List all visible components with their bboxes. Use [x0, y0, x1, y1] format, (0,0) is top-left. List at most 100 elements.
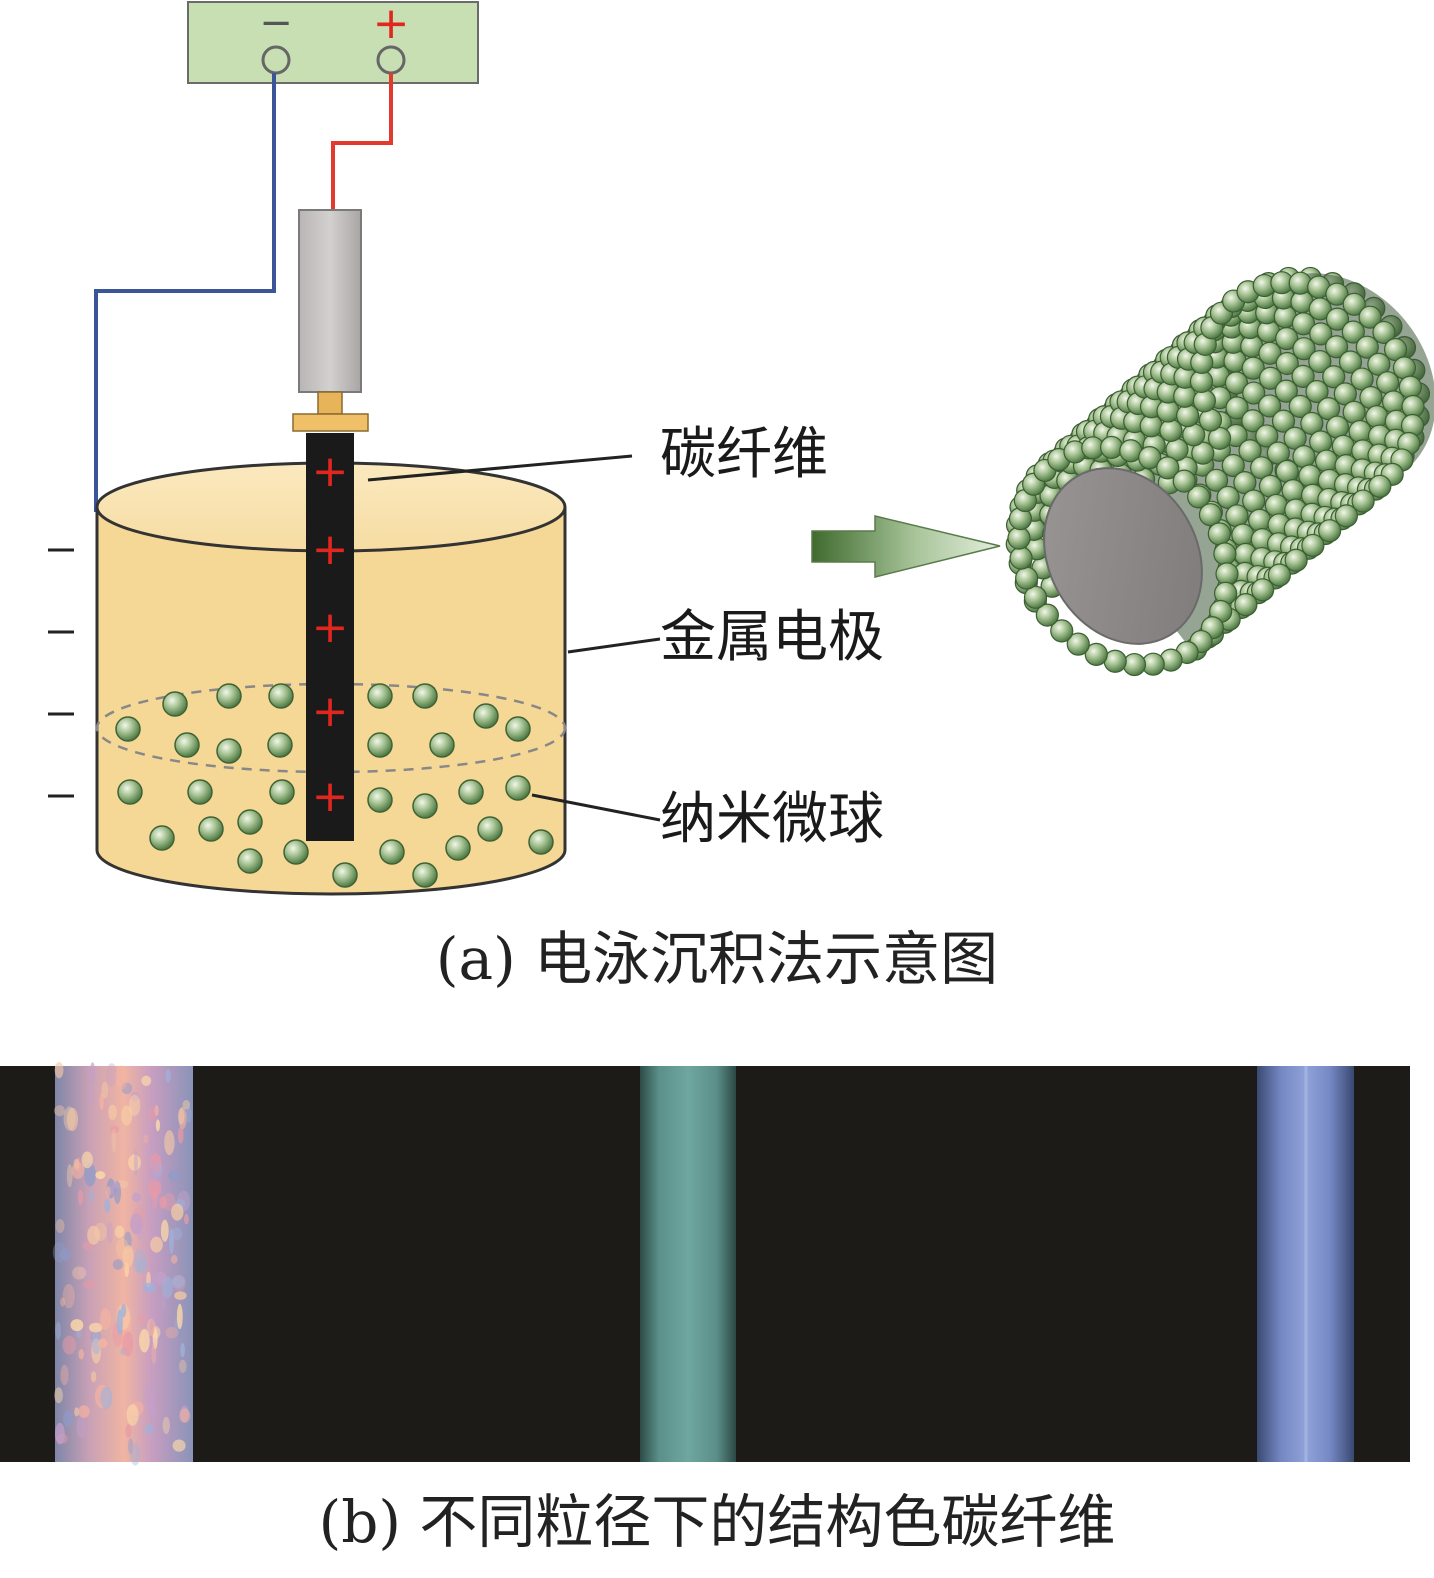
nano-sphere [284, 840, 308, 864]
micrograph-panel [0, 1062, 1410, 1466]
color-speckle [87, 1226, 100, 1245]
color-speckle [150, 1237, 163, 1253]
nano-sphere [1101, 436, 1123, 458]
color-speckle [163, 1417, 170, 1434]
color-speckle [127, 1404, 139, 1426]
nano-sphere [459, 780, 483, 804]
power-supply: − + [188, 0, 478, 83]
color-speckle [183, 1100, 191, 1109]
color-speckle [173, 1440, 186, 1452]
color-speckle [55, 1322, 61, 1340]
color-speckle [184, 1214, 189, 1225]
nano-sphere [1173, 470, 1195, 492]
negative-terminal [263, 47, 289, 73]
nano-sphere [188, 780, 212, 804]
color-speckle [54, 1387, 63, 1403]
nano-sphere [380, 840, 404, 864]
nano-sphere [1123, 654, 1145, 676]
color-speckle [161, 1220, 169, 1242]
caption-b: (b) 不同粒径下的结构色碳纤维 [0, 1493, 1434, 1551]
color-speckle [89, 1086, 94, 1105]
color-speckle [141, 1076, 151, 1086]
color-speckle [138, 1314, 148, 1322]
color-speckle [54, 1105, 65, 1116]
positive-charge-symbol: + [312, 771, 349, 822]
nano-sphere [368, 733, 392, 757]
positive-charge-symbol: + [312, 524, 349, 575]
result-arrow [812, 516, 1000, 577]
color-speckle [180, 1343, 185, 1358]
color-speckle [60, 1365, 68, 1386]
nano-sphere [413, 794, 437, 818]
nano-sphere [163, 692, 187, 716]
color-speckle [112, 1129, 117, 1153]
color-speckle [134, 1150, 138, 1176]
nano-sphere [116, 717, 140, 741]
color-speckle [179, 1360, 187, 1373]
nano-sphere [430, 733, 454, 757]
color-speckle [100, 1308, 111, 1330]
color-speckle [123, 1245, 134, 1267]
color-speckle [113, 1259, 123, 1270]
nano-sphere [1208, 523, 1230, 545]
color-speckle [150, 1162, 163, 1183]
carbon-fiber-label: 碳纤维 [660, 422, 828, 487]
nano-sphere [1369, 475, 1391, 497]
color-speckle [63, 1410, 74, 1427]
nano-spheres-label: 纳米微球 [660, 787, 884, 852]
color-speckle [151, 1343, 156, 1365]
nano-sphere [506, 776, 530, 800]
nano-sphere [506, 717, 530, 741]
positive-wire [333, 73, 391, 211]
color-speckle [125, 1424, 131, 1437]
nano-sphere [268, 733, 292, 757]
color-speckle [82, 1152, 93, 1169]
fiber-sample-3 [1257, 1066, 1354, 1462]
fiber-sample-1 [53, 1062, 193, 1466]
color-speckle [133, 1249, 147, 1273]
color-speckle [165, 1327, 178, 1338]
positive-charge-symbol: + [312, 686, 349, 737]
nano-sphere [238, 810, 262, 834]
power-supply-box [188, 2, 478, 83]
color-speckle [101, 1082, 108, 1099]
color-speckle [100, 1387, 112, 1409]
color-speckle [178, 1108, 185, 1125]
color-speckle [89, 1190, 94, 1203]
nano-sphere [474, 704, 498, 728]
color-speckle [162, 1276, 173, 1298]
metal-electrode-label: 金属电极 [660, 605, 884, 670]
color-speckle [177, 1304, 183, 1329]
color-speckle [79, 1349, 85, 1359]
color-speckle [78, 1405, 89, 1418]
color-speckle [132, 1193, 141, 1202]
color-speckle [168, 1170, 181, 1182]
color-speckle [130, 1213, 143, 1234]
nano-sphere [1216, 563, 1238, 585]
nano-sphere [175, 733, 199, 757]
color-speckle [63, 1336, 77, 1355]
color-speckle [77, 1416, 87, 1438]
positive-charge-symbol: + [312, 446, 349, 497]
nano-sphere [150, 826, 174, 850]
positive-terminal [378, 47, 404, 73]
color-speckle [83, 1280, 96, 1290]
nano-sphere [413, 684, 437, 708]
electrode-holder [293, 210, 368, 431]
color-speckle [89, 1323, 102, 1333]
color-speckle [122, 1331, 133, 1356]
color-speckle [143, 1283, 157, 1293]
color-speckle [95, 1171, 105, 1179]
holder-body [299, 210, 361, 392]
nano-sphere [1393, 357, 1415, 379]
color-speckle [179, 1408, 190, 1422]
color-speckle [98, 1338, 107, 1348]
nano-sphere [478, 817, 502, 841]
color-speckle [164, 1130, 174, 1155]
color-speckle [174, 1291, 186, 1300]
nano-sphere [118, 780, 142, 804]
color-speckle [71, 1319, 84, 1331]
carbon-fiber: +++++ [306, 433, 354, 841]
color-speckle [172, 1276, 185, 1288]
